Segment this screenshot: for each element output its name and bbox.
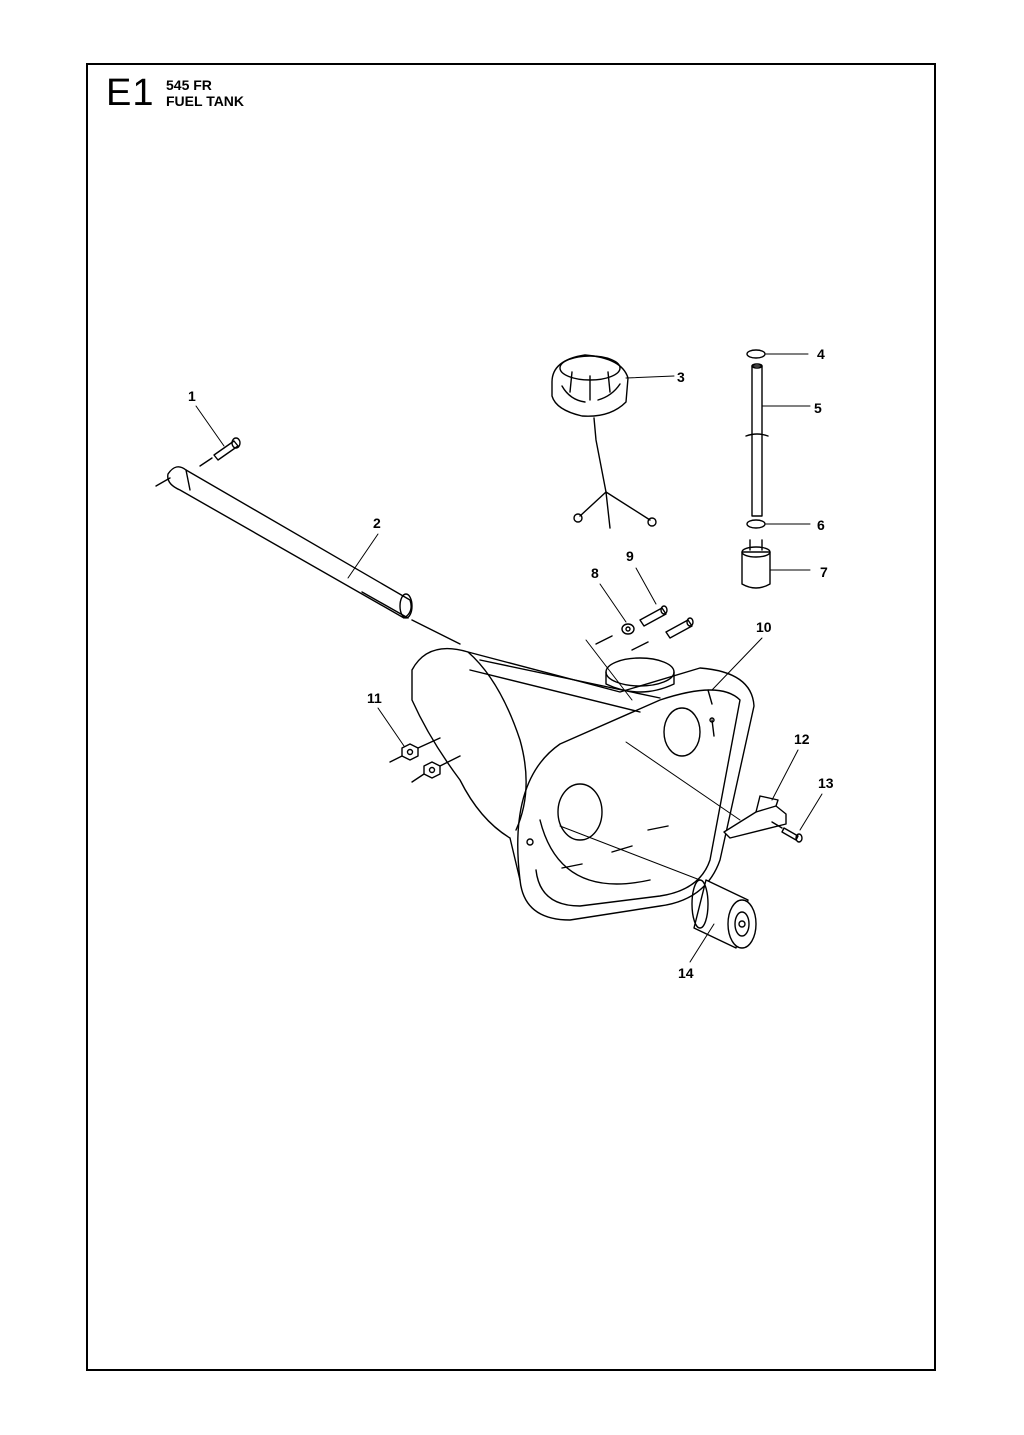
part-7-fuel-filter <box>741 539 771 589</box>
callout-2: 2 <box>373 515 381 531</box>
part-13-screw <box>771 821 803 843</box>
callout-8: 8 <box>591 565 599 581</box>
part-2-tube <box>155 466 461 645</box>
part-6-ring <box>746 519 766 529</box>
assembly-lines <box>559 639 741 881</box>
callout-12: 12 <box>794 731 810 747</box>
callout-11: 11 <box>367 690 382 706</box>
part-9-screws <box>595 605 694 651</box>
part-12-bracket <box>723 795 787 839</box>
callout-10: 10 <box>756 619 772 635</box>
model-name: 545 FR <box>166 77 212 93</box>
part-3-fuel-cap <box>551 354 657 529</box>
callout-3: 3 <box>677 369 685 385</box>
part-11-nuts <box>389 737 461 783</box>
callout-6: 6 <box>817 517 825 533</box>
part-8-washer <box>621 623 635 635</box>
part-5-fuel-hose <box>745 363 769 517</box>
callout-9: 9 <box>626 548 634 564</box>
callout-13: 13 <box>818 775 834 791</box>
section-code: E1 <box>106 72 155 114</box>
part-10-fuel-tank <box>411 647 755 921</box>
part-1-screw <box>199 437 241 467</box>
diagram-title: FUEL TANK <box>166 93 245 109</box>
callout-5: 5 <box>814 400 822 416</box>
part-14-bushing <box>691 879 757 949</box>
leader-lines <box>195 353 823 963</box>
page-border <box>86 63 936 1371</box>
callout-7: 7 <box>820 564 828 580</box>
callout-4: 4 <box>817 346 825 362</box>
callout-labels: 1 2 3 4 5 6 7 8 9 10 11 12 13 14 <box>188 346 834 981</box>
callout-1: 1 <box>188 388 196 404</box>
part-4-ring <box>746 349 766 359</box>
callout-14: 14 <box>678 965 694 981</box>
